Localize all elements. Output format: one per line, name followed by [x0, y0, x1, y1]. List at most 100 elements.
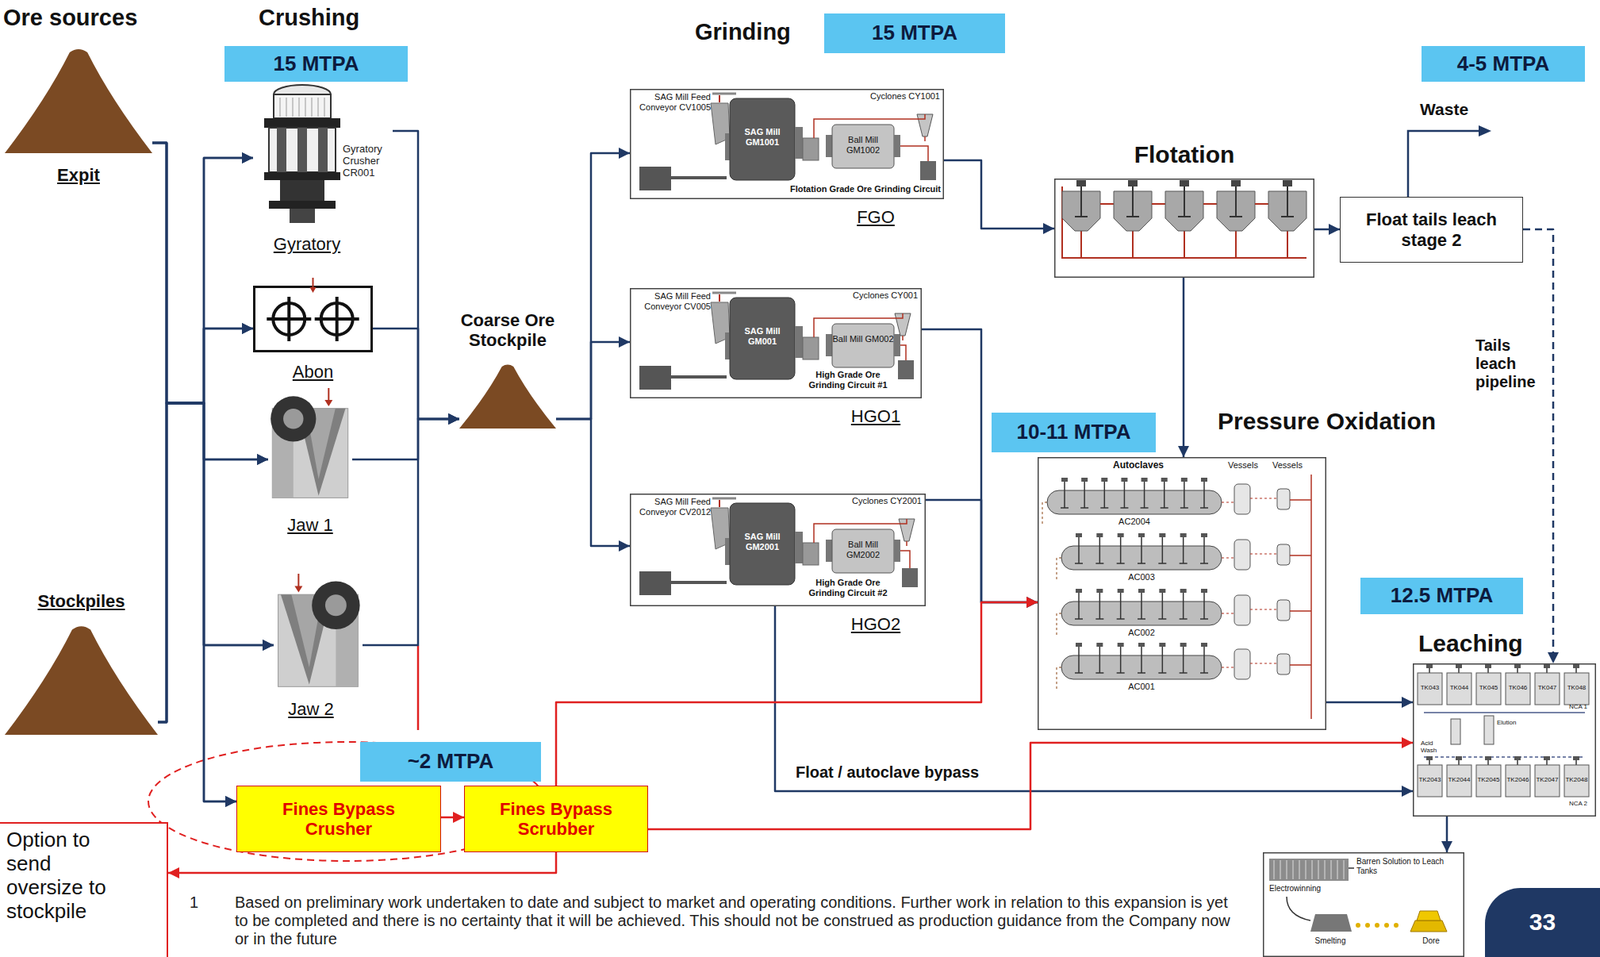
jaw-crusher: Jaw 1 — [268, 395, 353, 500]
box-text: 33 — [1529, 908, 1556, 937]
impeller — [1095, 671, 1104, 674]
box-text: Float tails leach stage 2 — [1356, 209, 1508, 250]
impeller — [1200, 562, 1209, 565]
ore-pile: Stockpiles — [4, 622, 158, 735]
leach-tank — [1417, 672, 1443, 705]
impeller — [1074, 215, 1088, 218]
impeller — [1200, 506, 1209, 509]
text-holder: HGO2 — [812, 613, 940, 634]
cathode — [1337, 859, 1339, 879]
crusher-body — [268, 127, 336, 173]
sag-mill — [729, 98, 795, 181]
node-text: Vessels — [1227, 460, 1272, 471]
agitator-motor — [1179, 180, 1190, 187]
drive-shaft — [671, 580, 727, 584]
flow-connector — [157, 402, 237, 802]
trunnion — [794, 326, 803, 358]
impeller — [1137, 562, 1146, 565]
node-text: Cyclones CY2001 — [846, 495, 922, 507]
slurry-line — [1289, 663, 1312, 666]
node-text: Leaching — [1418, 629, 1577, 658]
arrow-head — [1478, 125, 1492, 137]
node-text: SAG Mill Feed Conveyor CV1005 — [637, 92, 711, 112]
node-text: TK046 — [1505, 683, 1531, 691]
feed-line — [718, 294, 721, 302]
discharge-line — [1310, 474, 1313, 719]
feed-arrow-head — [310, 287, 317, 293]
node-text: AC002 — [1109, 627, 1174, 638]
sag-mill — [729, 502, 795, 585]
flow-connector — [556, 602, 1038, 786]
sag-mill — [729, 297, 795, 380]
crusher-top — [273, 94, 331, 119]
agitator — [1099, 646, 1102, 673]
feed-line — [1056, 667, 1062, 691]
agitator-motor — [1158, 642, 1166, 647]
text-holder: Gyratory Crusher CR001 — [342, 143, 392, 180]
feed-arrow-head — [294, 586, 303, 593]
flow-connector — [157, 328, 254, 722]
node-text: Vessels — [1272, 460, 1317, 471]
node-text: Ball Mill GM2002 — [832, 539, 895, 560]
node-text: TK047 — [1534, 683, 1560, 691]
cell-link — [1254, 203, 1269, 205]
agitator — [1131, 184, 1134, 217]
flash-vessel — [1277, 599, 1290, 621]
panel-frame — [630, 89, 944, 200]
agitator-motor — [1573, 755, 1580, 760]
mill-motor — [639, 166, 672, 191]
impeller — [1137, 671, 1146, 674]
node-text: Cyclones CY001 — [842, 290, 918, 301]
flow-connector — [556, 153, 630, 419]
impeller — [1179, 562, 1188, 565]
leach-tank — [1505, 764, 1531, 797]
agitator-motor — [1138, 588, 1145, 593]
text-holder: TK2048 — [1564, 775, 1589, 783]
jaw-crusher-group — [270, 387, 349, 498]
agitator — [1183, 481, 1186, 508]
crusher-rib — [318, 127, 328, 173]
text-holder: Cyclones CY2001 — [846, 495, 922, 507]
text-holder: TK2044 — [1446, 775, 1472, 783]
agitator-motor — [1543, 755, 1551, 760]
agitator — [1182, 592, 1185, 619]
text-holder: Gyratory — [237, 234, 377, 254]
gold-pour — [1374, 922, 1380, 928]
panel-frame — [630, 288, 922, 399]
text-holder: Ore sources — [3, 4, 202, 31]
agitator — [1182, 537, 1185, 564]
agitator-motor — [1117, 642, 1125, 647]
recycle-line — [813, 114, 925, 139]
agitator-motor — [1180, 588, 1187, 593]
free-label: Waste — [1419, 99, 1500, 119]
impeller — [1126, 215, 1140, 218]
text-holder: SAG Mill Feed Conveyor CV005 — [637, 291, 711, 311]
crusher-rib — [318, 97, 319, 117]
impeller — [1158, 671, 1167, 674]
flow-connector — [1182, 277, 1186, 457]
agitator-motor — [1455, 755, 1462, 760]
jaw-crusher: Jaw 2 — [273, 581, 363, 689]
mill-motor — [639, 571, 672, 595]
agitator-motor — [1138, 642, 1145, 647]
feed-arrow — [312, 277, 315, 289]
ball-mill — [832, 529, 895, 573]
text-holder: 1 — [189, 893, 206, 912]
jaw-crusher-drawing — [268, 395, 353, 500]
impeller — [1100, 506, 1109, 509]
coarse-ore-pile-drawing — [459, 362, 557, 429]
node-text: AC003 — [1109, 571, 1174, 583]
text-holder: Flotation — [1054, 141, 1315, 169]
ore-pile-shape — [4, 625, 158, 735]
crusher-drive — [280, 180, 325, 201]
text-holder: Pressure Oxidation — [1217, 407, 1472, 436]
text-holder: TK045 — [1476, 683, 1501, 691]
gold-pour — [1384, 922, 1389, 928]
text-holder: AC001 — [1109, 681, 1174, 692]
node-text: Acid Wash — [1420, 739, 1448, 754]
agitator — [1140, 646, 1143, 673]
bypass-box: Fines Bypass Scrubber — [464, 785, 649, 852]
node-text: Pressure Oxidation — [1217, 407, 1472, 436]
agitator-motor — [1096, 533, 1103, 538]
gold-pour — [1355, 922, 1361, 928]
